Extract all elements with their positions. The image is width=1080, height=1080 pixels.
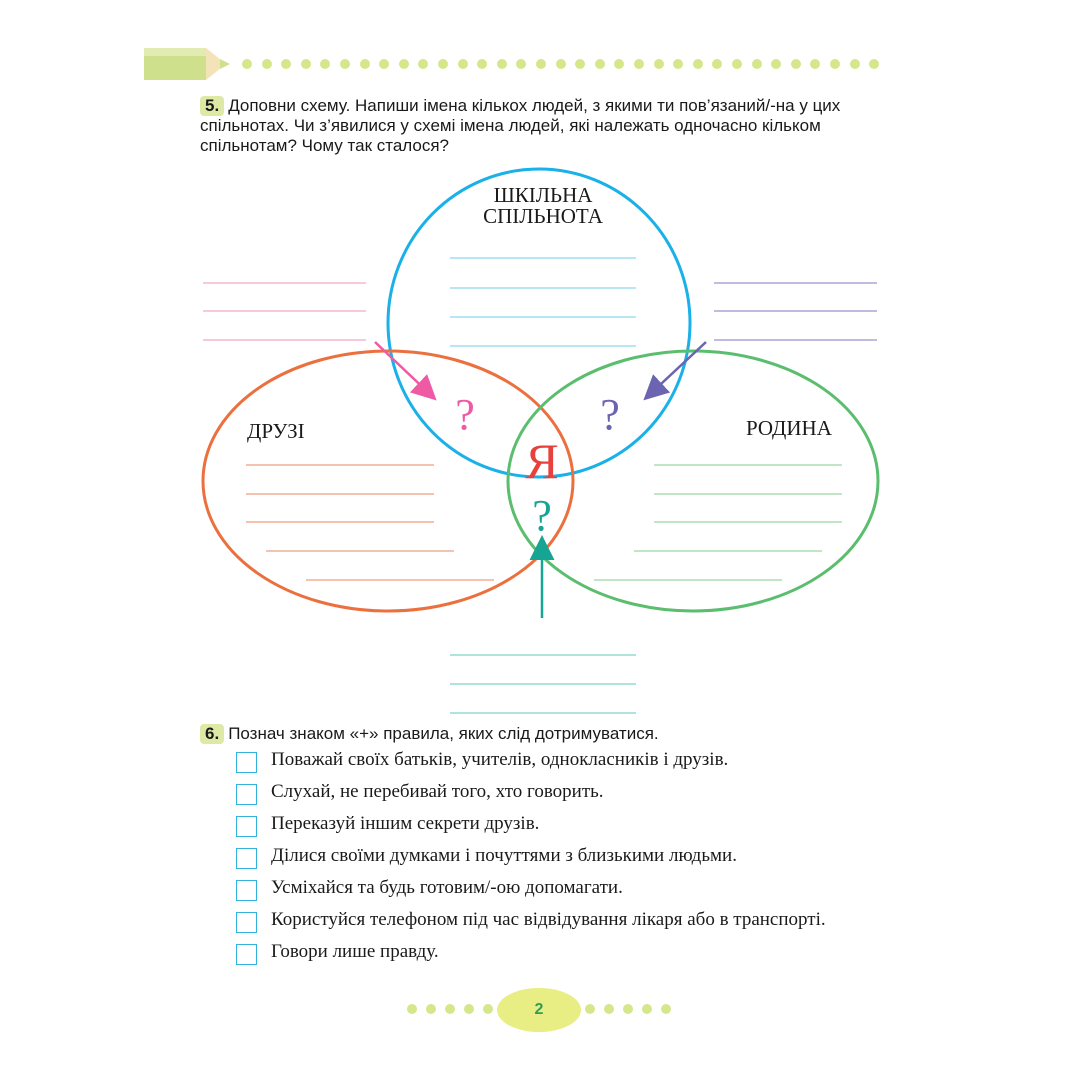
decorative-dot: [693, 59, 703, 69]
decorative-dot: [497, 59, 507, 69]
decorative-dot: [360, 59, 370, 69]
pencil-icon: [144, 48, 230, 80]
decorative-dot: [477, 59, 487, 69]
rule-text: Користуйся телефоном під час відвідуванн…: [271, 909, 826, 930]
decorative-dot: [458, 59, 468, 69]
pink-arrow: [374, 341, 437, 401]
list-item: Користуйся телефоном під час відвідуванн…: [236, 910, 886, 933]
decorative-dot: [654, 59, 664, 69]
school-writing-lines[interactable]: [450, 257, 636, 347]
decorative-dot: [634, 59, 644, 69]
pink-question-mark: ?: [455, 390, 475, 439]
task-5: 5.Доповни схему. Напиши імена кількох лю…: [200, 96, 890, 156]
rule-checkbox[interactable]: [236, 912, 257, 933]
rule-text: Переказуй іншим секрети друзів.: [271, 813, 540, 834]
teal-writing-lines[interactable]: [450, 654, 636, 714]
decorative-dot: [575, 59, 585, 69]
decorative-dot: [771, 59, 781, 69]
decorative-dot: [830, 59, 840, 69]
rules-list: Поважай своїх батьків, учителів, однокла…: [236, 750, 886, 974]
decorative-dot: [399, 59, 409, 69]
decorative-dot: [614, 59, 624, 69]
friends-circle: [201, 349, 575, 613]
page-number: 2: [497, 988, 581, 1032]
center-label: Я: [525, 433, 558, 489]
decorative-dot: [262, 59, 272, 69]
decorative-dot: [536, 59, 546, 69]
decorative-dot: [732, 59, 742, 69]
friends-label: ДРУЗІ: [247, 419, 305, 443]
list-item: Говори лише правду.: [236, 942, 886, 965]
decorative-dot: [418, 59, 428, 69]
list-item: Переказуй іншим секрети друзів.: [236, 814, 886, 837]
decorative-dot: [850, 59, 860, 69]
list-item: Поважай своїх батьків, учителів, однокла…: [236, 750, 886, 773]
decorative-dot: [464, 1004, 474, 1014]
rule-text: Слухай, не перебивай того, хто говорить.: [271, 781, 604, 802]
purple-writing-lines[interactable]: [714, 282, 877, 341]
decorative-dot: [407, 1004, 417, 1014]
school-label-line2: СПІЛЬНОТА: [483, 204, 604, 228]
pink-writing-lines[interactable]: [203, 282, 366, 341]
family-writing-lines[interactable]: [594, 464, 842, 581]
decorative-dot: [604, 1004, 614, 1014]
school-label-line1: ШКІЛЬНА: [494, 183, 594, 207]
decorative-dot: [623, 1004, 633, 1014]
decorative-dot: [445, 1004, 455, 1014]
rule-text: Поважай своїх батьків, учителів, однокла…: [271, 749, 729, 770]
rule-text: Ділися своїми думками і почуттями з близ…: [271, 845, 737, 866]
decorative-dot: [585, 1004, 595, 1014]
list-item: Слухай, не перебивай того, хто говорить.: [236, 782, 886, 805]
decorative-dot: [752, 59, 762, 69]
rule-checkbox[interactable]: [236, 880, 257, 901]
list-item: Усміхайся та будь готовим/-ою допомагати…: [236, 878, 886, 901]
family-label: РОДИНА: [746, 416, 833, 440]
decorative-dot: [810, 59, 820, 69]
task-number: 5.: [200, 96, 225, 116]
decorative-dot: [661, 1004, 671, 1014]
decorative-dot: [791, 59, 801, 69]
decorative-dot: [281, 59, 291, 69]
decorative-dot: [483, 1004, 493, 1014]
decorative-dot: [869, 59, 879, 69]
rule-text: Говори лише правду.: [271, 941, 439, 962]
task-instruction: Познач знаком «+» правила, яких слід дот…: [228, 724, 659, 743]
task-6: 6.Познач знаком «+» правила, яких слід д…: [200, 724, 890, 744]
rule-checkbox[interactable]: [236, 752, 257, 773]
rule-checkbox[interactable]: [236, 944, 257, 965]
list-item: Ділися своїми думками і почуттями з близ…: [236, 846, 886, 869]
decorative-dot: [426, 1004, 436, 1014]
rule-text: Усміхайся та будь готовим/-ою допомагати…: [271, 877, 623, 898]
purple-question-mark: ?: [600, 390, 620, 439]
decorative-dot: [320, 59, 330, 69]
decorative-dot: [595, 59, 605, 69]
decorative-dot: [712, 59, 722, 69]
decorative-dot: [556, 59, 566, 69]
decorative-dot: [340, 59, 350, 69]
task-number: 6.: [200, 724, 225, 744]
decorative-dot: [242, 59, 252, 69]
decorative-dot: [516, 59, 526, 69]
school-circle: [386, 167, 692, 479]
purple-arrow: [643, 341, 707, 401]
rule-checkbox[interactable]: [236, 784, 257, 805]
task-instruction: Доповни схему. Напиши імена кількох люде…: [200, 96, 841, 155]
decorative-dot: [301, 59, 311, 69]
decorative-dot: [673, 59, 683, 69]
rule-checkbox[interactable]: [236, 848, 257, 869]
decorative-dot: [379, 59, 389, 69]
rule-checkbox[interactable]: [236, 816, 257, 837]
friends-writing-lines[interactable]: [246, 464, 494, 581]
decorative-dot: [642, 1004, 652, 1014]
decorative-dot: [438, 59, 448, 69]
venn-diagram: ШКІЛЬНА СПІЛЬНОТА ДРУЗІ РОДИНА Я ? ? ?: [201, 167, 880, 714]
family-circle: [506, 349, 880, 613]
teal-question-mark: ?: [532, 491, 552, 540]
